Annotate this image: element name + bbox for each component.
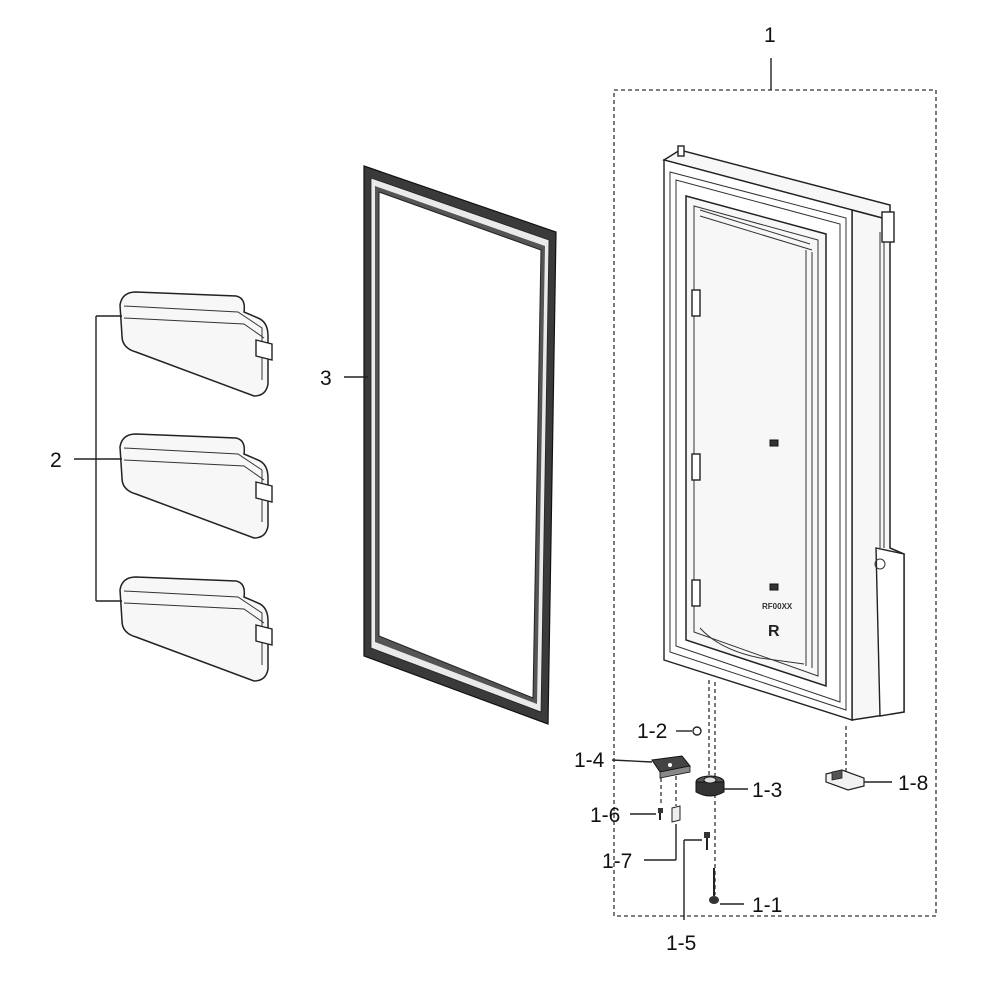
hinge-bushing-part — [695, 775, 725, 797]
door-side-mark: R — [768, 623, 780, 640]
label-pin: 1-7 — [602, 850, 632, 873]
label-bottom-screw: 1-1 — [752, 894, 782, 917]
bottom-screw-part — [709, 868, 719, 904]
hinge-plate-part — [651, 755, 691, 779]
label-gasket: 3 — [320, 367, 332, 390]
pin-part — [671, 805, 681, 823]
label-assembly: 1 — [764, 24, 776, 47]
label-hinge-screw: 1-5 — [666, 932, 696, 955]
door-bin-top — [119, 291, 273, 397]
door-bin-middle — [119, 433, 273, 539]
assembly-boundary — [613, 89, 937, 917]
bracket-part — [825, 769, 865, 791]
cap-part — [692, 726, 702, 736]
label-hinge-plate: 1-4 — [574, 749, 605, 772]
label-small-screw: 1-6 — [590, 804, 620, 827]
label-cap: 1-2 — [637, 720, 667, 743]
small-screw-part — [658, 808, 663, 820]
door-gasket — [363, 165, 557, 725]
bins-leader-bracket — [74, 315, 122, 602]
label-bracket: 1-8 — [898, 772, 928, 795]
hinge-screw-part — [704, 832, 710, 850]
label-hinge-bushing: 1-3 — [752, 779, 782, 802]
door-model-text: RF00XX — [762, 602, 793, 611]
door-bin-bottom — [119, 576, 273, 682]
label-bins: 2 — [50, 449, 62, 472]
door-assembly: RF00XX R — [662, 145, 905, 721]
